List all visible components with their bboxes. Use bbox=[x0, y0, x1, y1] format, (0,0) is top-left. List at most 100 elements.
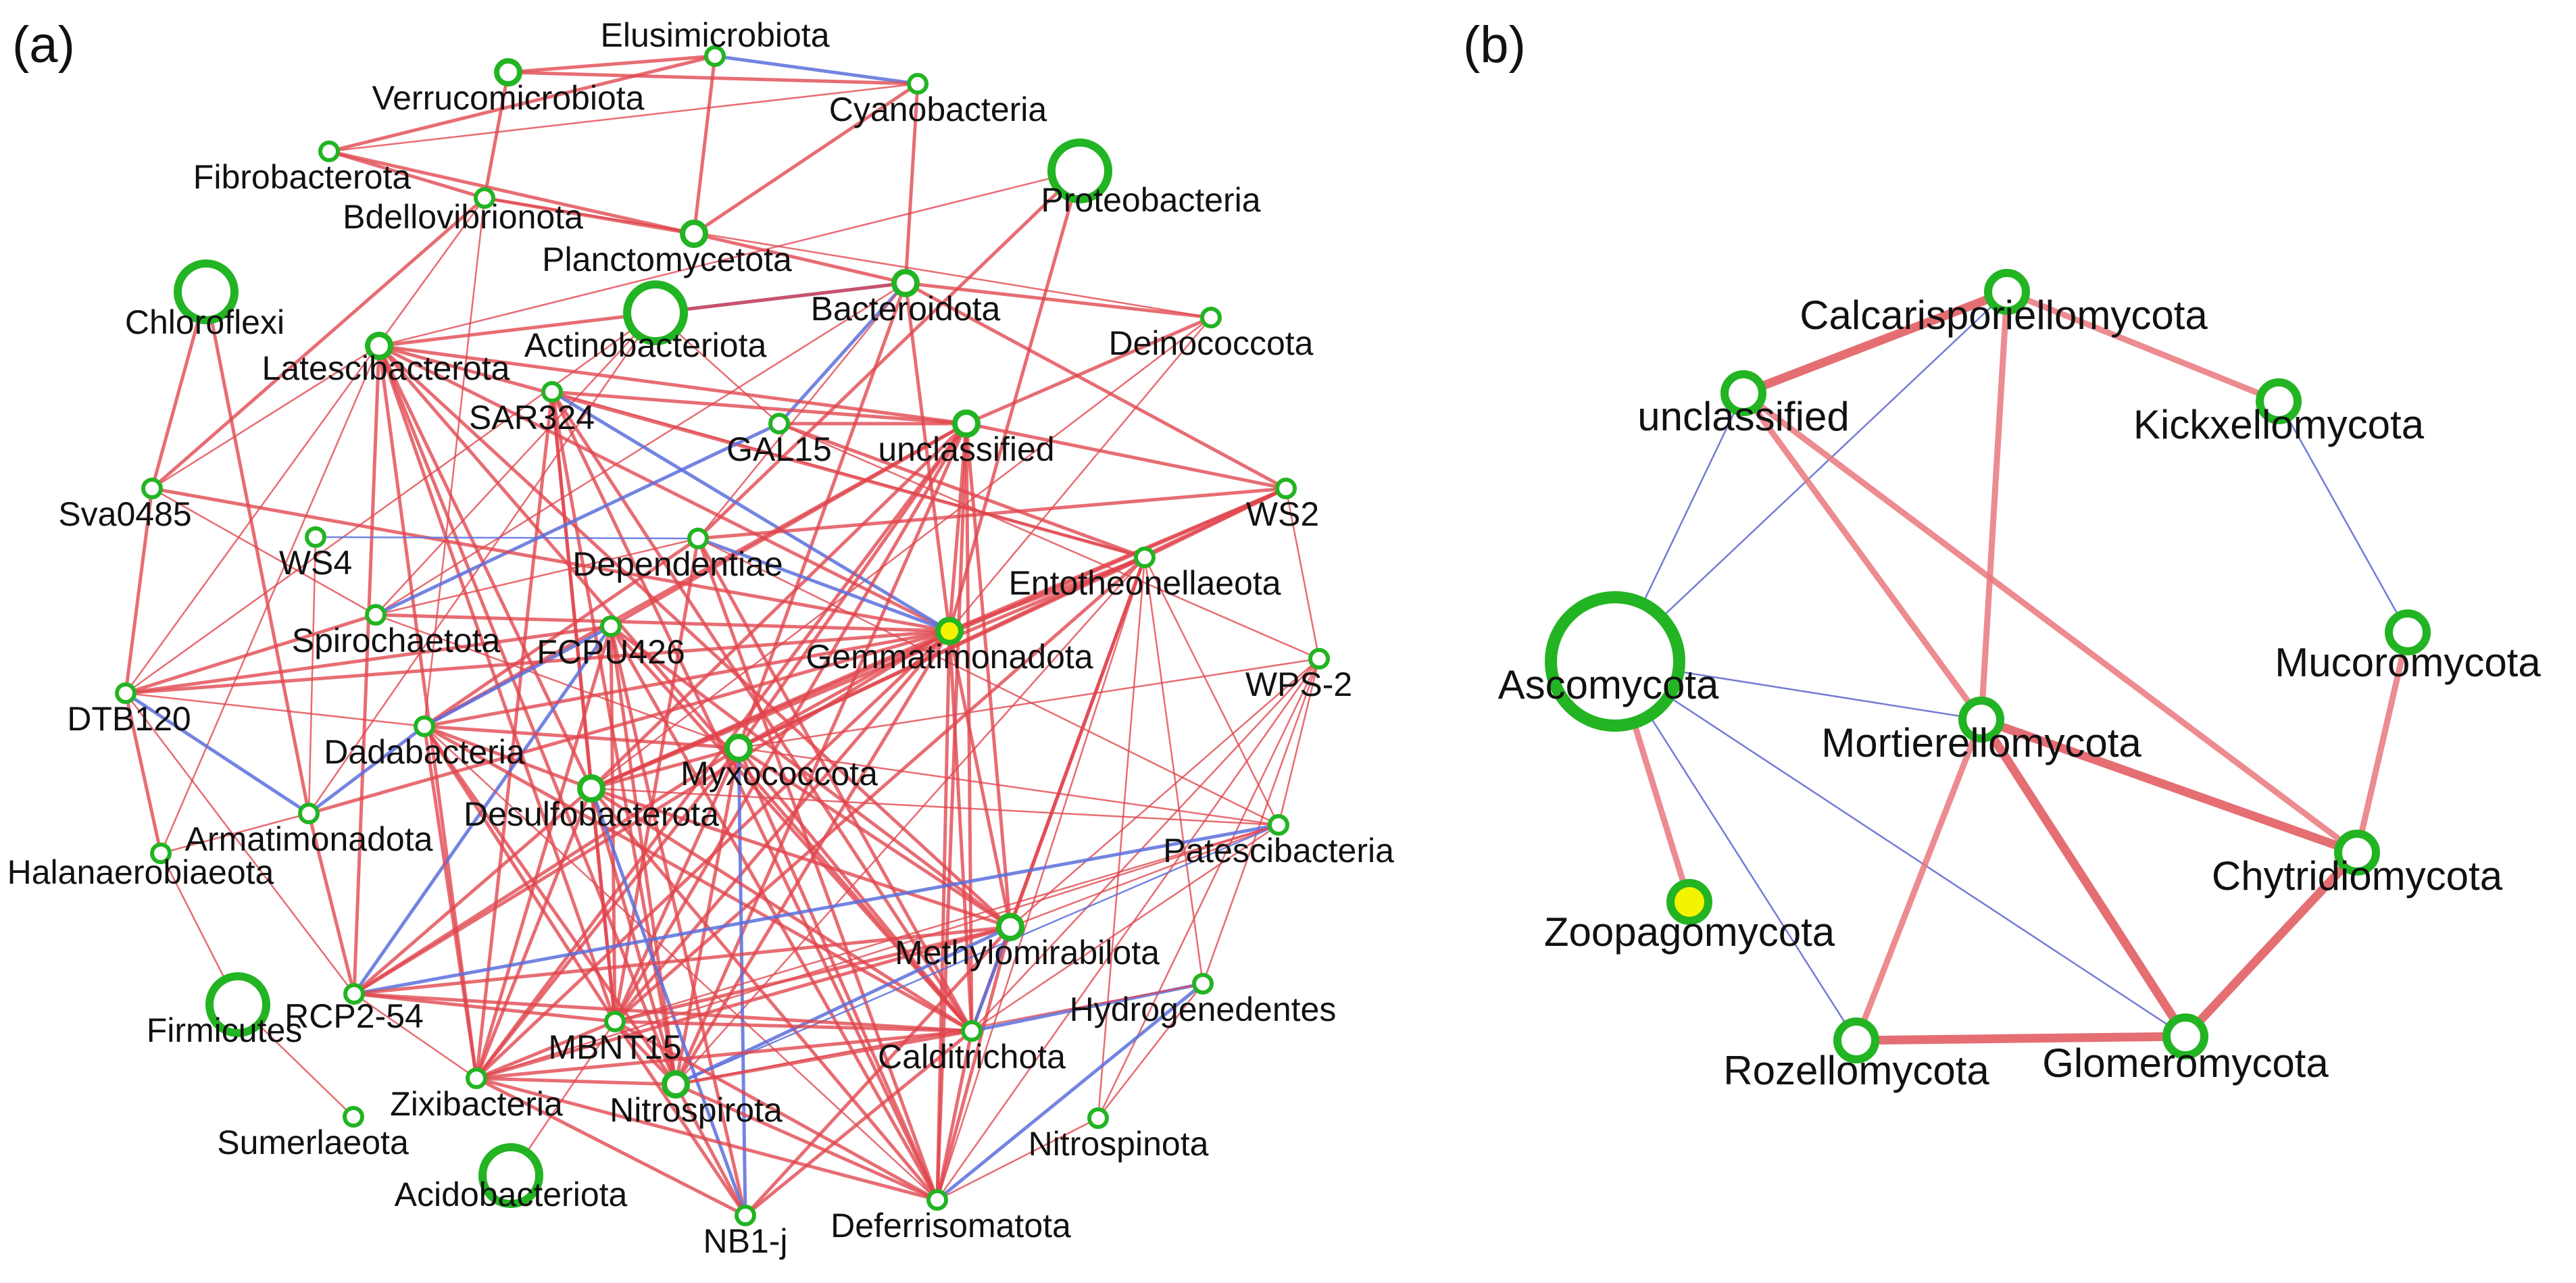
edge-dtb120-armatimonadota bbox=[124, 691, 311, 815]
edge-planctomycetota-bacteroidota bbox=[692, 232, 908, 285]
edge-sar324-unclassified bbox=[550, 390, 968, 426]
edge-unclassified-ws2 bbox=[964, 422, 1288, 490]
node-myxococcota bbox=[724, 734, 753, 762]
node-label-entotheonellaeota: Entotheonellaeota bbox=[1008, 564, 1281, 602]
edge-nitrospirota-deferrisomatota bbox=[674, 1082, 939, 1202]
node-label-latescibacterota: Latescibacterota bbox=[262, 349, 510, 387]
edge-sva0485-dtb120 bbox=[124, 486, 154, 695]
edge-gemmatimonadota-deferrisomatota bbox=[935, 629, 951, 1202]
node-label-ws4: WS4 bbox=[279, 544, 352, 582]
edge-dadabacteria-desulfobacterota bbox=[422, 724, 593, 790]
node-label-deinococcota: Deinococcota bbox=[1109, 324, 1314, 362]
node-label-glomeromycota: Glomeromycota bbox=[2042, 1040, 2329, 1086]
node-actinobacteriota bbox=[623, 280, 688, 345]
edge-entotheonellaeota-patescibacteria bbox=[1143, 556, 1280, 826]
edge-dadabacteria-deferrisomatota bbox=[423, 725, 939, 1201]
edge-dtb120-halanaerobiaeota bbox=[124, 691, 163, 855]
edge-desulfobacterota-patescibacteria bbox=[590, 787, 1280, 826]
node-sar324 bbox=[541, 381, 563, 403]
edge-patescibacteria-methylomirabilota bbox=[1009, 824, 1280, 928]
edge-wps-2-patescibacteria bbox=[1277, 657, 1320, 826]
node-mucoromycota bbox=[2385, 609, 2431, 655]
edge-myxococcota-nitrospirota bbox=[674, 746, 741, 1086]
node-label-chloroflexi: Chloroflexi bbox=[125, 303, 284, 341]
edge-dadabacteria-nitrospirota bbox=[422, 724, 678, 1086]
edge-desulfobacterota-nb1-j bbox=[589, 786, 747, 1217]
edge-latescibacterota-desulfobacterota bbox=[377, 344, 593, 790]
node-mbnt15 bbox=[604, 1011, 626, 1032]
node-gal15 bbox=[768, 413, 790, 434]
edge-myxococcota-nb1-j bbox=[737, 746, 747, 1217]
edge-ws4-dependentiae bbox=[314, 536, 699, 540]
edge-bacteroidota-ws2 bbox=[903, 281, 1288, 490]
edge-desulfobacterota-methylomirabilota bbox=[589, 786, 1012, 929]
edge-ws2-dependentiae bbox=[696, 486, 1288, 540]
edge-dtb120-rcp2-54 bbox=[124, 692, 355, 995]
edge-mortierellomycota-rozellomycota bbox=[1853, 716, 1985, 1044]
edge-rcp2-54-zixibacteria bbox=[353, 992, 478, 1080]
edge-verrucomicrobiota-elusimicrobiota bbox=[506, 54, 717, 74]
edge-unclassified-desulfobacterota bbox=[589, 422, 968, 790]
edge-wps-2-nitrospinota bbox=[1097, 657, 1320, 1120]
node-ws2 bbox=[1275, 478, 1297, 499]
edge-elusimicrobiota-planctomycetota bbox=[692, 54, 717, 236]
edge-dependentiae-gemmatimonadota bbox=[696, 536, 951, 633]
edge-patescibacteria-zixibacteria bbox=[475, 824, 1280, 1080]
edge-unclassified-mortierellomycota bbox=[1740, 390, 1985, 723]
node-label-sumerlaeota: Sumerlaeota bbox=[217, 1124, 409, 1161]
node-rcp2-54 bbox=[343, 983, 365, 1005]
node-label-gal15: GAL15 bbox=[726, 430, 832, 468]
node-label-rcp2-54: RCP2-54 bbox=[284, 997, 424, 1035]
node-halanaerobiaeota bbox=[150, 842, 172, 864]
edge-dadabacteria-calditrichota bbox=[422, 724, 974, 1033]
edge-wps-2-methylomirabilota bbox=[1009, 657, 1320, 928]
edge-bacteroidota-deinococcota bbox=[903, 281, 1213, 320]
edge-zixibacteria-nitrospirota bbox=[474, 1076, 678, 1086]
node-label-chytridiomycota: Chytridiomycota bbox=[2212, 853, 2503, 899]
edge-gal15-spirochaetota bbox=[374, 422, 781, 617]
edge-desulfobacterota-rcp2-54 bbox=[352, 786, 593, 996]
edge-unclassified-calcarisporiellomycota bbox=[1739, 287, 2012, 398]
edge-mortierellomycota-chytridiomycota bbox=[1977, 715, 2362, 857]
node-deinococcota bbox=[1200, 307, 1222, 328]
edge-unclassified-myxococcota bbox=[737, 422, 968, 750]
edge-fcpu426-calditrichota bbox=[609, 624, 974, 1033]
edge-methylomirabilota-calditrichota bbox=[970, 925, 1012, 1033]
edge-calditrichota-deferrisomatota bbox=[935, 1029, 974, 1202]
node-label-mbnt15: MBNT15 bbox=[548, 1028, 681, 1066]
edge-gemmatimonadota-calditrichota bbox=[947, 629, 974, 1033]
node-label-dadabacteria: Dadabacteria bbox=[324, 733, 525, 771]
node-label-armatimonadota: Armatimonadota bbox=[185, 820, 433, 858]
edge-deinococcota-gemmatimonadota bbox=[948, 316, 1212, 632]
node-acidobacteriota bbox=[478, 1143, 543, 1208]
node-verrucomicrobiota bbox=[494, 58, 522, 86]
node-label-patescibacteria: Patescibacteria bbox=[1163, 832, 1394, 870]
edge-calditrichota-zixibacteria bbox=[474, 1029, 974, 1080]
edge-cyanobacteria-planctomycetota bbox=[692, 82, 920, 236]
node-label-elusimicrobiota: Elusimicrobiota bbox=[600, 16, 829, 54]
edge-bacteroidota-myxococcota bbox=[737, 281, 908, 750]
node-deferrisomatota bbox=[926, 1189, 948, 1211]
node-label-gemmatimonadota: Gemmatimonadota bbox=[806, 638, 1093, 676]
edge-dtb120-dadabacteria bbox=[124, 692, 426, 728]
edge-rcp2-54-calditrichota bbox=[352, 992, 974, 1033]
node-label-dependentiae: Dependentiae bbox=[572, 545, 783, 583]
node-hydrogenedentes bbox=[1192, 973, 1214, 995]
edge-methylomirabilota-rcp2-54 bbox=[352, 925, 1012, 996]
edge-proteobacteria-dependentiae bbox=[696, 169, 1082, 540]
node-label-calcarisporiellomycota: Calcarisporiellomycota bbox=[1800, 293, 2208, 338]
edge-methylomirabilota-zixibacteria bbox=[474, 925, 1012, 1080]
edge-rozellomycota-glomeromycota bbox=[1852, 1032, 2190, 1045]
node-elusimicrobiota bbox=[704, 45, 726, 67]
edge-bacteroidota-gemmatimonadota bbox=[903, 281, 951, 633]
edge-nitrospirota-nb1-j bbox=[674, 1082, 747, 1217]
edge-dependentiae-mbnt15 bbox=[613, 536, 700, 1024]
edge-entotheonellaeota-myxococcota bbox=[737, 555, 1147, 750]
node-rozellomycota bbox=[1833, 1017, 1879, 1063]
node-label-mucoromycota: Mucoromycota bbox=[2275, 640, 2541, 685]
edge-armatimonadota-rcp2-54 bbox=[307, 811, 356, 996]
node-label-actinobacteriota: Actinobacteriota bbox=[524, 326, 767, 364]
edge-myxococcota-calditrichota bbox=[737, 746, 974, 1033]
edge-spirochaetota-myxococcota bbox=[374, 613, 740, 749]
